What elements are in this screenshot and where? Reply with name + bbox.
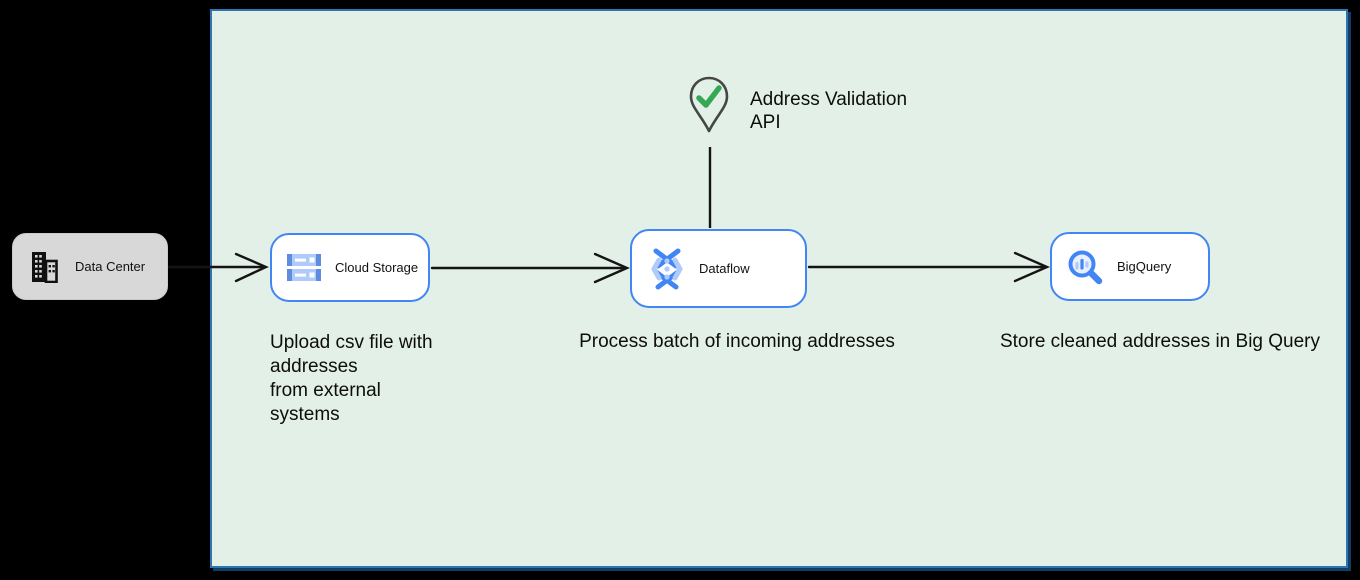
dataflow-icon <box>648 247 686 291</box>
map-pin-check-icon <box>684 75 734 137</box>
node-cloud-storage[interactable]: Cloud Storage <box>270 233 430 302</box>
caption-bigquery: Store cleaned addresses in Big Query <box>999 331 1320 352</box>
cloud-storage-icon <box>286 252 322 284</box>
building-icon <box>29 251 59 283</box>
node-label: Cloud Storage <box>335 260 419 275</box>
node-label: Dataflow <box>699 261 750 276</box>
node-data-center[interactable]: Data Center <box>12 233 168 300</box>
caption-dataflow: Process batch of incoming addresses <box>579 331 895 352</box>
node-bigquery[interactable]: BigQuery <box>1050 232 1210 301</box>
node-dataflow[interactable]: Dataflow <box>630 229 807 308</box>
address-validation-api-label: Address Validation API <box>750 89 908 133</box>
node-label: Data Center <box>75 259 146 274</box>
bigquery-icon <box>1066 248 1104 286</box>
node-label: BigQuery <box>1117 259 1172 274</box>
caption-cloud-storage: Upload csv file with addresses from exte… <box>270 332 433 425</box>
